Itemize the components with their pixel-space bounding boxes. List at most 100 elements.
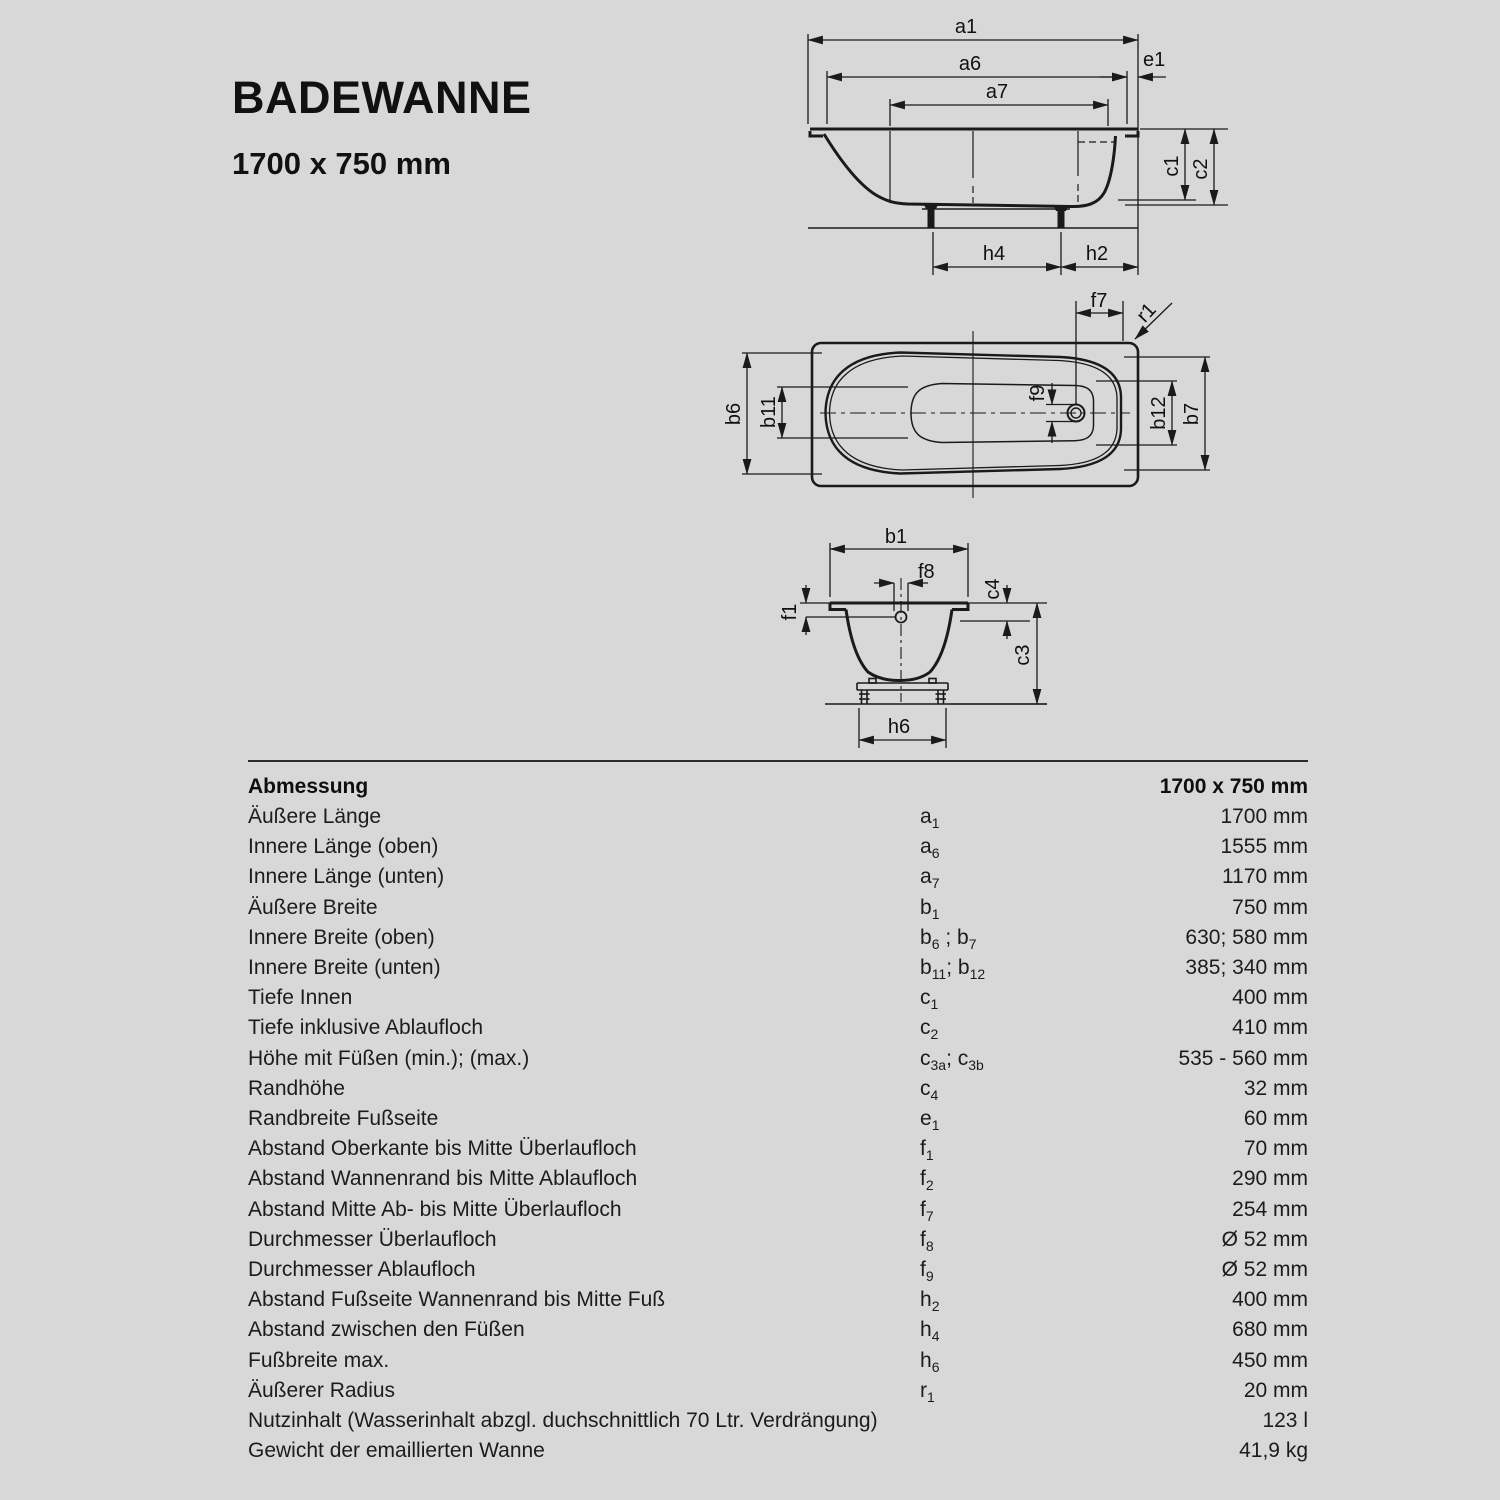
dimension-label: Äußere Länge xyxy=(248,805,382,828)
dim-label-b11: b11 xyxy=(758,396,780,428)
dimension-value: 20 mm xyxy=(1243,1378,1308,1402)
dimension-label: Innere Breite (oben) xyxy=(248,925,435,949)
table-header-row: Abmessung 1700 x 750 mm xyxy=(248,771,1308,802)
dimension-symbol: h6 xyxy=(920,1348,940,1375)
dimension-symbol: c4 xyxy=(920,1076,939,1104)
dimension-symbol: r1 xyxy=(920,1378,935,1406)
dimension-label: Durchmesser Überlaufloch xyxy=(248,1227,497,1251)
dimension-value: Ø 52 mm xyxy=(1221,1258,1308,1282)
dim-label-f8: f8 xyxy=(918,561,935,583)
dim-label-b6: b6 xyxy=(723,403,745,425)
dim-label-a1: a1 xyxy=(955,16,977,38)
table-row: Innere Breite (oben) b6 ; b7 630; 580 mm xyxy=(248,923,1308,953)
dimension-symbol xyxy=(920,1406,1080,1436)
dimension-value: 450 mm xyxy=(1232,1348,1308,1372)
dimension-symbol xyxy=(920,1436,1080,1466)
table-row: Fußbreite max. h6 450 mm xyxy=(248,1346,1308,1376)
dimension-symbol: a6 xyxy=(920,835,940,862)
dimension-label: Tiefe inklusive Ablaufloch xyxy=(248,1016,484,1040)
dim-label-b1: b1 xyxy=(885,526,907,548)
title-block: BADEWANNE 1700 x 750 mm xyxy=(232,72,532,182)
table-row: Äußere Länge a1 1700 mm xyxy=(248,802,1308,832)
dimension-label: Äußerer Radius xyxy=(248,1378,396,1402)
table-row: Höhe mit Füßen (min.); (max.) c3a; c3b 535… xyxy=(248,1044,1308,1074)
page-title: BADEWANNE xyxy=(232,72,532,123)
dimension-label: Abstand Oberkante bis Mitte Überlaufloch xyxy=(248,1137,637,1161)
dimension-symbol: a1 xyxy=(920,805,940,832)
dimension-symbol: c3a; c3b xyxy=(920,1046,984,1073)
dimension-value: 1555 mm xyxy=(1220,835,1308,859)
dimension-label: Tiefe Innen xyxy=(248,986,353,1010)
dim-label-e1: e1 xyxy=(1143,49,1165,71)
dimension-value: 123 l xyxy=(1262,1409,1308,1433)
table-header-symbol xyxy=(920,771,1080,802)
dimension-value: 290 mm xyxy=(1232,1167,1308,1191)
table-row: Abstand Oberkante bis Mitte Überlaufloch… xyxy=(248,1134,1308,1164)
dimension-value: 400 mm xyxy=(1232,1288,1308,1312)
dimension-value: 32 mm xyxy=(1243,1076,1308,1100)
dimension-value: 630; 580 mm xyxy=(1185,925,1308,949)
dim-label-h6: h6 xyxy=(888,716,910,738)
dimension-symbol: c2 xyxy=(920,1016,939,1043)
dimension-label: Abstand Fußseite Wannenrand bis Mitte Fu… xyxy=(248,1288,666,1312)
dimension-label: Gewicht der emaillierten Wanne xyxy=(248,1439,545,1463)
dim-label-f7: f7 xyxy=(1091,290,1108,312)
dim-label-b12: b12 xyxy=(1148,396,1170,429)
technical-drawing: a1 a6 e1 a7 c1 c2 h4 h2 xyxy=(723,16,1228,748)
dimension-symbol: b6 ; b7 xyxy=(920,925,977,952)
dimension-symbol: e1 xyxy=(920,1107,940,1134)
table-header-value: 1700 x 750 mm xyxy=(1159,775,1308,798)
table-row: Abstand Mitte Ab- bis Mitte Überlaufloch… xyxy=(248,1195,1308,1225)
dim-label-c3: c3 xyxy=(1012,644,1034,665)
table-row: Innere Länge (unten) a7 1170 mm xyxy=(248,862,1308,892)
dimension-symbol: h4 xyxy=(920,1318,940,1345)
dimension-symbol: h2 xyxy=(920,1288,940,1315)
dimension-symbol: f8 xyxy=(920,1227,934,1255)
dimension-value: 254 mm xyxy=(1232,1197,1308,1221)
dimension-table: Abmessung 1700 x 750 mm Äußere Länge a1 17… xyxy=(248,760,1308,1466)
dimension-symbol: b11; b12 xyxy=(920,956,986,983)
dim-label-c4: c4 xyxy=(982,578,1004,599)
dimension-symbol: b1 xyxy=(920,895,940,922)
dim-label-h2: h2 xyxy=(1086,243,1108,265)
dimension-label: Abstand Mitte Ab- bis Mitte Überlaufloch xyxy=(248,1197,622,1221)
dim-label-c1: c1 xyxy=(1161,155,1183,176)
dimension-value: 750 mm xyxy=(1232,895,1308,919)
dimension-value: 70 mm xyxy=(1243,1137,1308,1161)
dimension-symbol: c1 xyxy=(920,986,939,1013)
top-view-drawing: f7 r1 b6 b11 f9 b12 b7 xyxy=(723,290,1210,498)
dimension-value: 60 mm xyxy=(1243,1107,1308,1131)
dimension-label: Innere Länge (unten) xyxy=(248,865,445,889)
dim-label-b7: b7 xyxy=(1181,403,1203,425)
dimension-value: 400 mm xyxy=(1232,986,1308,1010)
dimension-label: Höhe mit Füßen (min.); (max.) xyxy=(248,1046,530,1070)
table-row: Abstand Wannenrand bis Mitte Ablaufloch f… xyxy=(248,1164,1308,1194)
dimension-symbol: f2 xyxy=(920,1167,934,1194)
dimension-label: Abstand Wannenrand bis Mitte Ablaufloch xyxy=(248,1167,638,1191)
dimension-symbol: f1 xyxy=(920,1137,934,1164)
dimension-label: Äußere Breite xyxy=(248,895,378,919)
dimension-label: Fußbreite max. xyxy=(248,1348,390,1372)
front-view-drawing: b1 f8 f1 c4 c3 h6 xyxy=(779,526,1047,748)
dimension-value: Ø 52 mm xyxy=(1221,1227,1308,1251)
dimension-label: Innere Länge (oben) xyxy=(248,835,439,859)
dim-label-h4: h4 xyxy=(983,243,1005,265)
dimension-value: 1170 mm xyxy=(1222,865,1308,889)
table-header-label: Abmessung xyxy=(248,775,369,798)
table-row: Äußere Breite b1 750 mm xyxy=(248,893,1308,923)
dimension-symbol: f9 xyxy=(920,1258,934,1285)
dim-label-f9: f9 xyxy=(1027,385,1049,402)
table-row: Abstand Fußseite Wannenrand bis Mitte Fu… xyxy=(248,1285,1308,1315)
dimension-symbol: a7 xyxy=(920,865,940,892)
table-row: Äußerer Radius r1 20 mm xyxy=(248,1376,1308,1406)
dimension-value: 535 - 560 mm xyxy=(1178,1046,1308,1070)
dimension-value: 1700 mm xyxy=(1220,805,1308,828)
